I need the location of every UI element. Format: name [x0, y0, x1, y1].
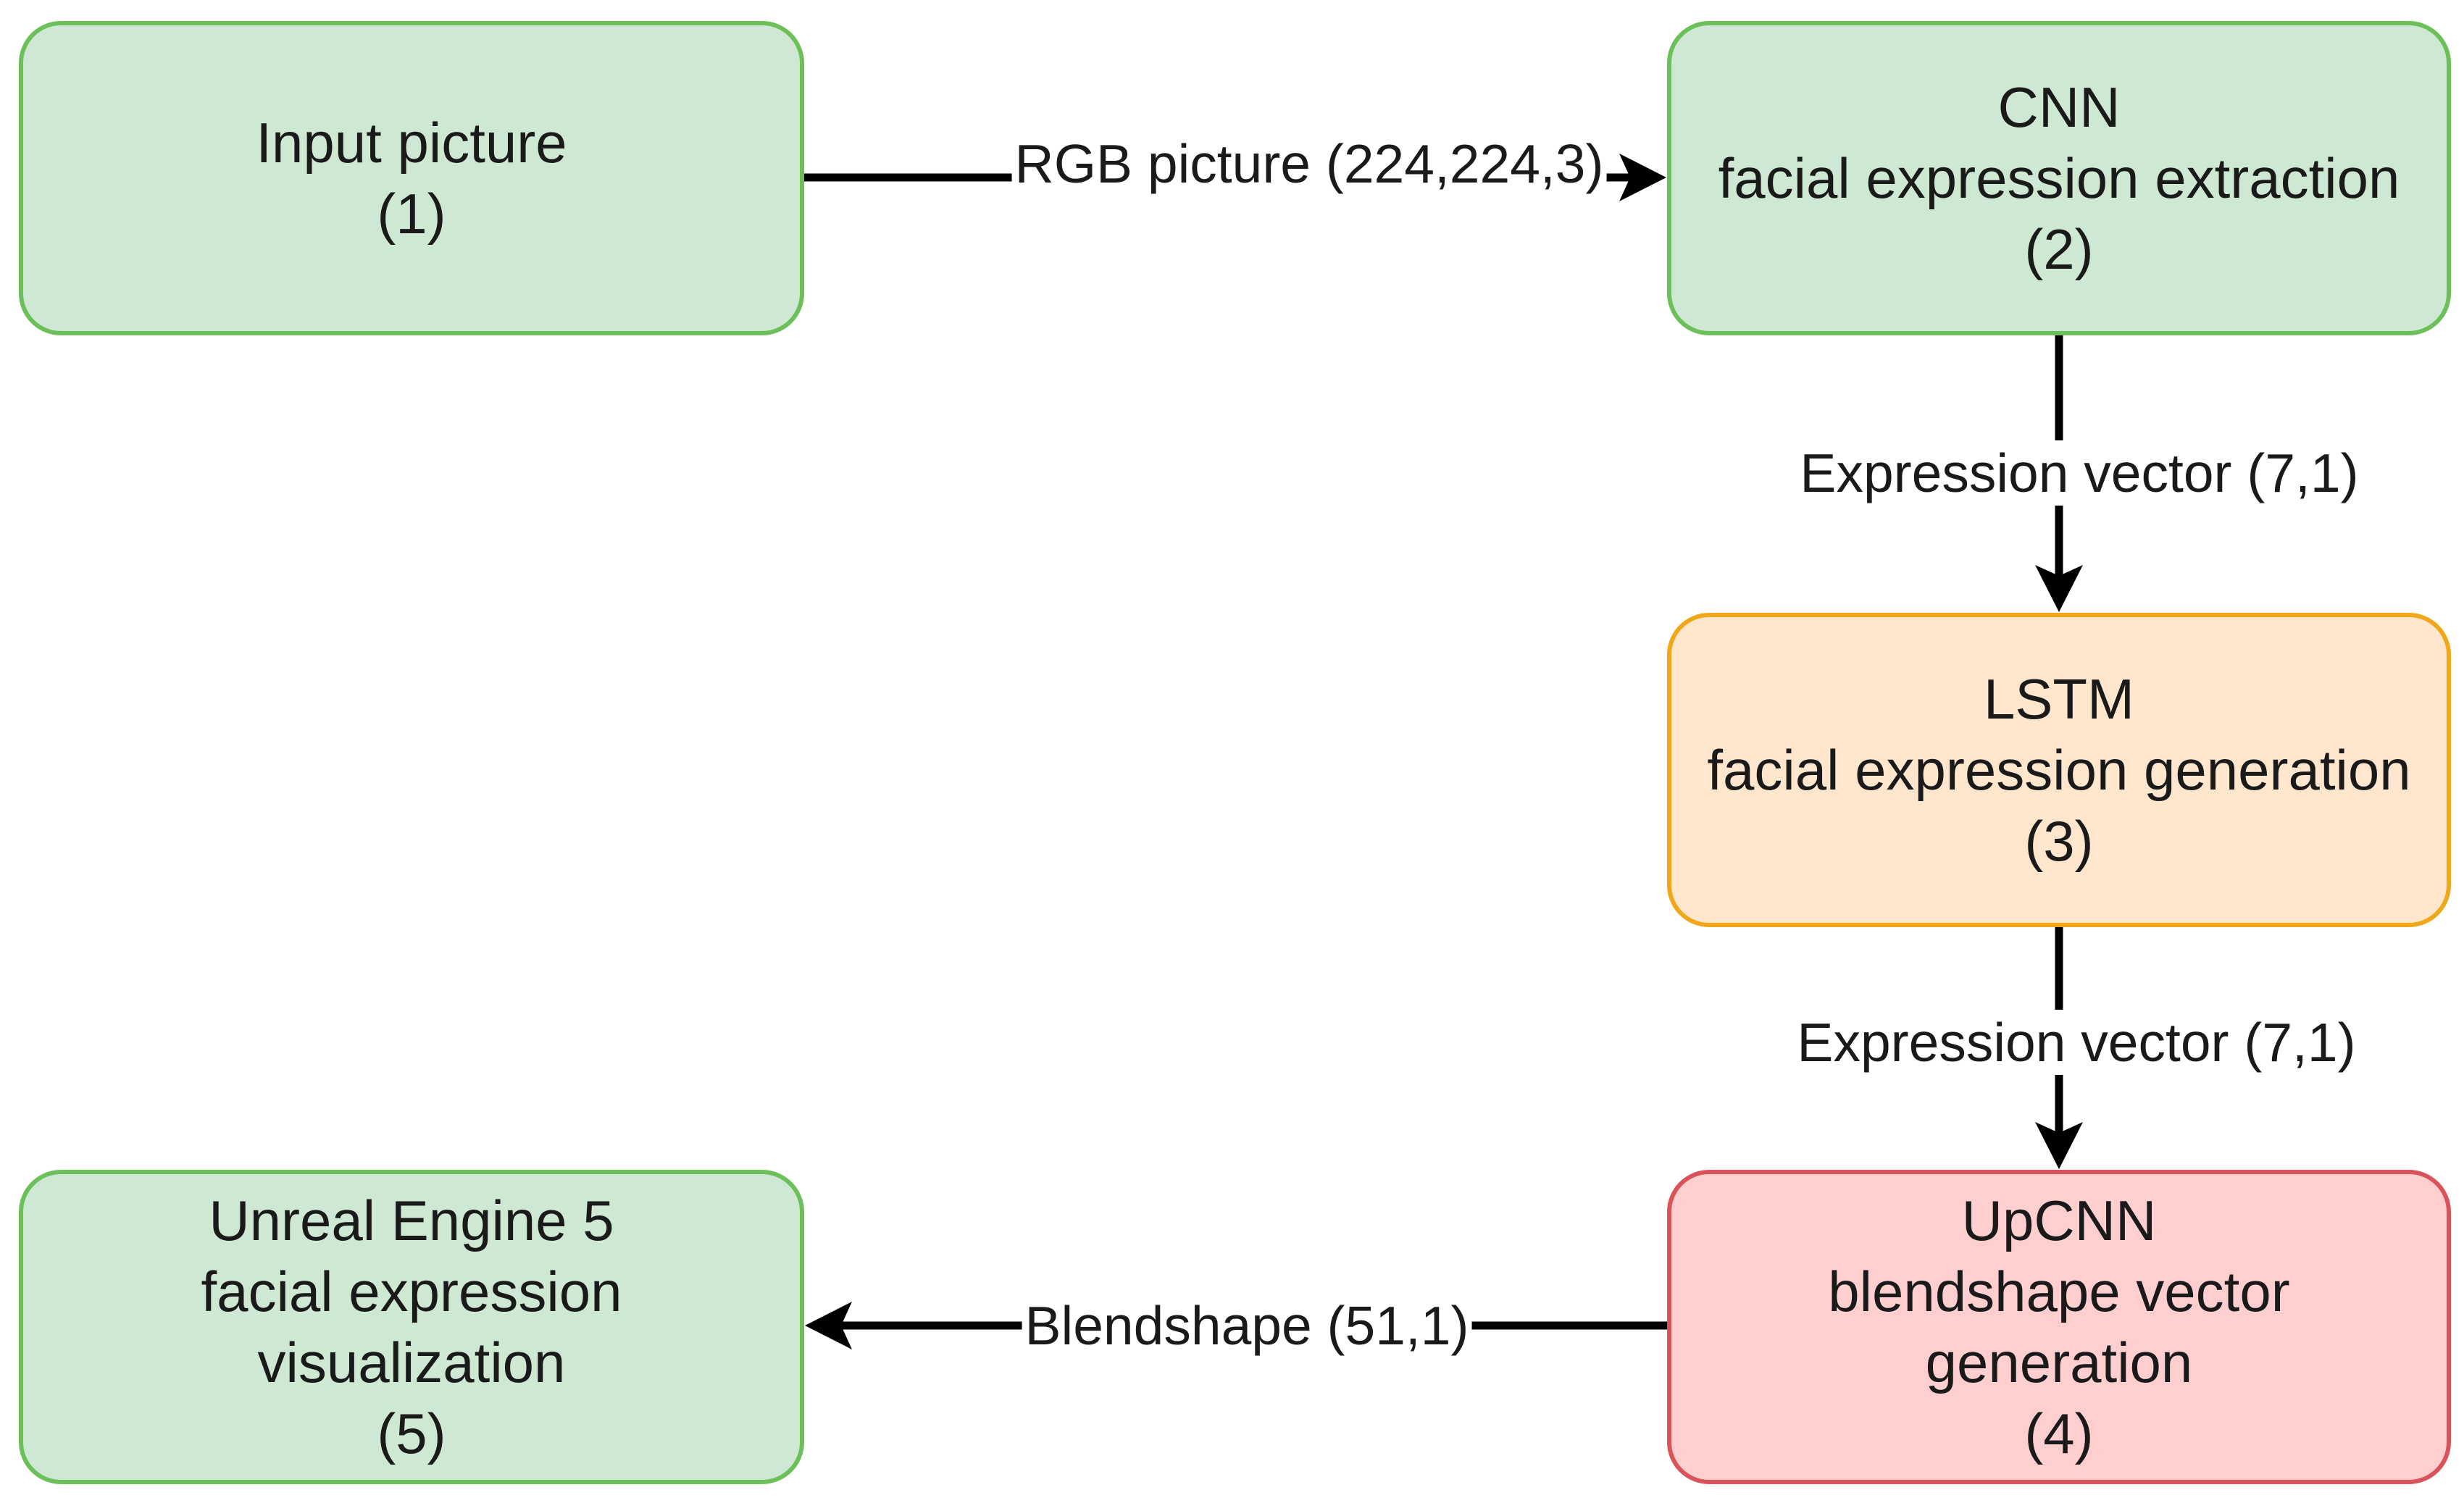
arrowhead-left-icon	[805, 1302, 852, 1349]
node-description: blendshape vector	[1828, 1260, 2290, 1323]
node-description: visualization	[257, 1331, 566, 1394]
arrowhead-down-icon	[2035, 565, 2083, 612]
node-lstm: LSTM facial expression generation (3)	[1667, 613, 2451, 927]
node-description: generation	[1925, 1331, 2193, 1394]
edge-label-rgb-picture: RGB picture (224,224,3)	[1011, 131, 1607, 196]
arrowhead-down-icon	[2035, 1122, 2083, 1169]
node-cnn: CNN facial expression extraction (2)	[1667, 21, 2451, 335]
node-unreal-engine: Unreal Engine 5 facial expression visual…	[19, 1170, 804, 1484]
node-title: Unreal Engine 5	[209, 1189, 614, 1252]
edge-label-blendshape: Blendshape (51,1)	[1022, 1293, 1472, 1358]
node-step-number: (2)	[2024, 217, 2094, 281]
edge-label-expression-vector-1: Expression vector (7,1)	[1797, 440, 2362, 506]
node-description: facial expression extraction	[1718, 146, 2400, 210]
node-input-picture: Input picture (1)	[19, 21, 804, 335]
node-step-number: (3)	[2024, 809, 2094, 873]
node-upcnn: UpCNN blendshape vector generation (4)	[1667, 1170, 2451, 1484]
edge-label-expression-vector-2: Expression vector (7,1)	[1794, 1010, 2359, 1075]
node-step-number: (4)	[2024, 1402, 2094, 1465]
node-description: facial expression generation	[1707, 738, 2411, 802]
node-title: LSTM	[1983, 667, 2135, 731]
node-description: facial expression	[201, 1260, 622, 1323]
arrowhead-right-icon	[1619, 154, 1666, 201]
node-title: UpCNN	[1961, 1189, 2157, 1252]
node-step-number: (5)	[377, 1402, 446, 1465]
node-title: Input picture	[256, 111, 567, 175]
node-title: CNN	[1997, 75, 2121, 139]
node-step-number: (1)	[377, 182, 446, 246]
